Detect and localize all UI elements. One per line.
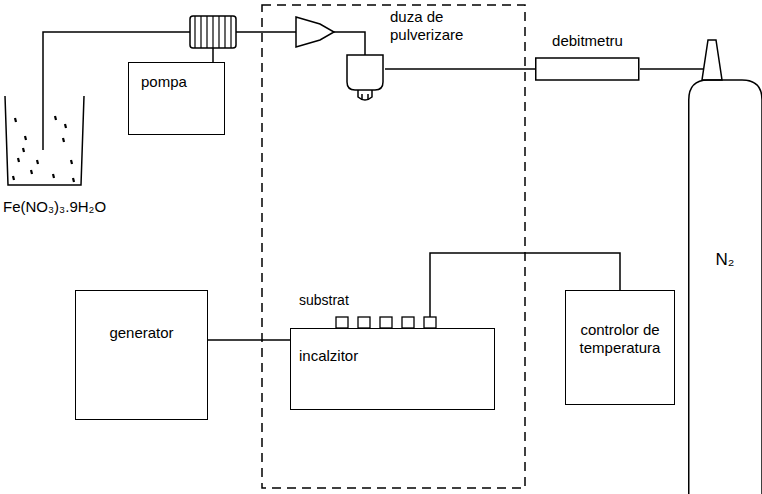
solution-particles xyxy=(13,116,74,182)
node-text: pompa xyxy=(141,73,212,91)
node-text: incalzitor xyxy=(299,347,486,365)
tube-or-wire xyxy=(640,68,704,70)
nozzle-body xyxy=(347,55,383,90)
flowmeter-body xyxy=(536,58,639,80)
tube-or-wire xyxy=(385,68,535,70)
heater-box: incalzitor xyxy=(290,328,495,410)
pump-head xyxy=(190,16,236,48)
generator-box: generator xyxy=(75,290,208,420)
pump-box: pompa xyxy=(128,62,225,135)
nozzle-tip xyxy=(358,90,372,100)
cylinder-body xyxy=(689,80,762,494)
gas-cylinder: N₂ xyxy=(688,40,762,494)
spray-nozzle: duza de pulverizare xyxy=(345,2,480,102)
node-text: Fe(NO₃)₃.9H₂O xyxy=(3,198,168,216)
nozzle-orifice xyxy=(362,94,368,100)
node-text: duza de pulverizare xyxy=(390,8,478,44)
spray-funnel xyxy=(296,17,334,47)
temperature-controller-box: controlor de temperatura xyxy=(565,290,675,405)
substrate-pieces xyxy=(336,317,436,328)
node-text: generator xyxy=(84,324,199,342)
beaker-outline xyxy=(5,96,84,185)
flowmeter: debitmetru xyxy=(535,30,640,82)
node-text: N₂ xyxy=(688,250,762,270)
node-text: controlor de temperatura xyxy=(572,321,668,357)
immersed-tube xyxy=(42,95,44,150)
cylinder-valve xyxy=(702,40,722,80)
node-text: debitmetru xyxy=(535,32,640,50)
enclosure-dashed xyxy=(262,5,525,488)
part-label: substrat xyxy=(298,292,350,309)
tube-or-wire xyxy=(208,339,290,341)
pump-stem xyxy=(212,48,214,62)
